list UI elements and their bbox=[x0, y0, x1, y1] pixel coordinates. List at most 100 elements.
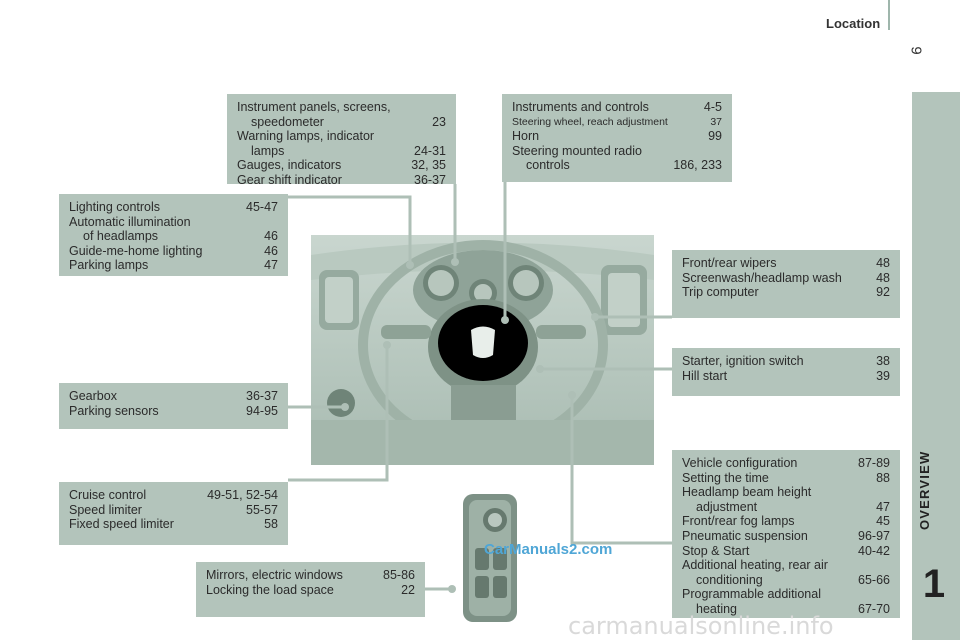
index-entry: Cruise control 49-51, 52-54 bbox=[69, 488, 278, 503]
index-entry: speedometer 23 bbox=[237, 115, 446, 130]
index-entry: Headlamp beam height bbox=[682, 485, 890, 500]
entry-page-ref bbox=[440, 100, 446, 115]
entry-page-ref: 23 bbox=[432, 114, 446, 129]
entry-page-ref bbox=[884, 558, 890, 573]
entry-page-ref: 99 bbox=[708, 129, 722, 144]
window-switch-panel-illustration bbox=[455, 490, 525, 626]
entry-page-ref: 55-57 bbox=[246, 502, 278, 517]
entry-label: adjustment bbox=[696, 499, 758, 514]
entry-page-ref bbox=[440, 129, 446, 144]
entry-page-ref: 40-42 bbox=[858, 543, 890, 558]
entry-page-ref: 37 bbox=[710, 115, 722, 128]
entry-label: Front/rear wipers bbox=[682, 256, 777, 270]
index-entry: Mirrors, electric windows 85-86 bbox=[206, 568, 415, 583]
entry-page-ref bbox=[884, 485, 890, 500]
entry-label: Stop & Start bbox=[682, 543, 750, 558]
header-divider bbox=[888, 0, 890, 30]
entry-label: Pneumatic suspension bbox=[682, 528, 808, 543]
entry-page-ref: 39 bbox=[876, 368, 890, 383]
index-entry: Instrument panels, screens, bbox=[237, 100, 446, 115]
entry-page-ref: 47 bbox=[264, 258, 278, 273]
entry-label: Locking the load space bbox=[206, 582, 334, 597]
index-entry: Additional heating, rear air bbox=[682, 558, 890, 573]
entry-page-ref: 67-70 bbox=[858, 601, 890, 616]
dashboard-illustration bbox=[311, 235, 654, 465]
index-entry: Stop & Start 40-42 bbox=[682, 544, 890, 559]
entry-label: Cruise control bbox=[69, 488, 147, 502]
entry-page-ref: 94-95 bbox=[246, 403, 278, 418]
entry-label: conditioning bbox=[696, 572, 763, 587]
entry-label: Additional heating, rear air bbox=[682, 558, 828, 573]
entry-page-ref: 96-97 bbox=[858, 528, 890, 543]
entry-page-ref: 45-47 bbox=[246, 200, 278, 214]
overview-side-tab[interactable] bbox=[912, 92, 960, 640]
entry-label: Fixed speed limiter bbox=[69, 517, 174, 532]
index-entry: Pneumatic suspension 96-97 bbox=[682, 529, 890, 544]
entry-label: Warning lamps, indicator bbox=[237, 129, 375, 144]
entry-page-ref: 32, 35 bbox=[411, 158, 446, 173]
entry-label: Starter, ignition switch bbox=[682, 354, 804, 368]
entry-page-ref: 46 bbox=[264, 243, 278, 258]
chapter-number: 1 bbox=[922, 562, 946, 606]
entry-label: Lighting controls bbox=[69, 200, 161, 214]
entry-page-ref: 88 bbox=[876, 470, 890, 485]
entry-page-ref bbox=[884, 587, 890, 602]
entry-page-ref bbox=[272, 215, 278, 230]
entry-label: Mirrors, electric windows bbox=[206, 568, 343, 582]
entry-label: Steering mounted radio bbox=[512, 143, 642, 158]
section-title: Location bbox=[826, 16, 881, 31]
entry-label: of headlamps bbox=[83, 229, 159, 244]
entry-label: Setting the time bbox=[682, 470, 769, 485]
entry-page-ref: 4-5 bbox=[703, 100, 722, 114]
watermark-text: CarManuals2.com bbox=[484, 541, 613, 558]
index-entry: Automatic illumination bbox=[69, 215, 278, 230]
index-entry: Steering mounted radio bbox=[512, 144, 722, 159]
entry-page-ref: 49-51, 52-54 bbox=[207, 488, 278, 502]
entry-page-ref: 92 bbox=[876, 285, 890, 300]
entry-page-ref: 45 bbox=[876, 514, 890, 529]
entry-label: Automatic illumination bbox=[69, 214, 191, 229]
entry-label: Parking lamps bbox=[69, 258, 149, 273]
entry-label: lamps bbox=[251, 143, 285, 158]
index-entry: Parking sensors 94-95 bbox=[69, 404, 278, 419]
index-entry: Warning lamps, indicator bbox=[237, 129, 446, 144]
index-entry: conditioning 65-66 bbox=[682, 573, 890, 588]
entry-label: Front/rear fog lamps bbox=[682, 514, 795, 529]
footer-watermark: carmanualsonline.info bbox=[568, 612, 834, 640]
index-entry: Fixed speed limiter 58 bbox=[69, 517, 278, 532]
entry-label: speedometer bbox=[251, 114, 324, 129]
entry-page-ref: 48 bbox=[876, 270, 890, 285]
entry-label: Gear shift indicator bbox=[237, 172, 342, 187]
index-entry: Parking lamps 47 bbox=[69, 258, 278, 273]
entry-page-ref: 58 bbox=[264, 517, 278, 532]
entry-page-ref: 47 bbox=[876, 499, 890, 514]
entry-page-ref: 186, 233 bbox=[673, 158, 722, 173]
entry-label: Vehicle configuration bbox=[682, 456, 798, 470]
entry-page-ref: 85-86 bbox=[383, 568, 415, 582]
entry-page-ref: 87-89 bbox=[858, 456, 890, 470]
entry-page-ref: 65-66 bbox=[858, 572, 890, 587]
entry-label: Parking sensors bbox=[69, 403, 159, 418]
entry-label: Gearbox bbox=[69, 389, 117, 403]
entry-label: Programmable additional bbox=[682, 587, 821, 602]
